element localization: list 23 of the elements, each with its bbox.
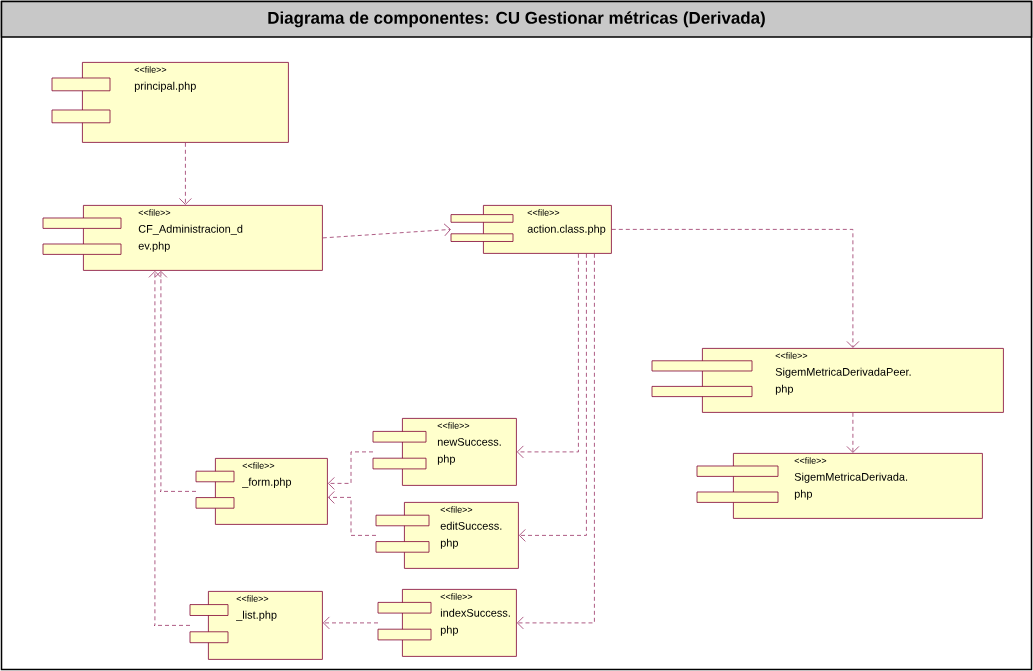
component-box: <<file>> indexSuccess. php	[377, 589, 517, 657]
dependency-arrow	[846, 412, 860, 453]
dependency-arrow	[516, 253, 579, 459]
dependency-arrow	[179, 142, 192, 205]
component-box: <<file>> SigemMetricaDerivadaPeer. php	[651, 348, 1004, 413]
component-box: <<file>> newSuccess. php	[372, 418, 517, 486]
title-bar: Diagrama de componentes: CU Gestionar métricas (Derivada)	[0, 0, 1033, 38]
dependency-arrow	[518, 253, 587, 542]
dependency-arrow	[327, 491, 377, 536]
component-box: <<file>> action.class.php	[450, 205, 612, 254]
component-box: <<file>> SigemMetricaDerivada. php	[696, 453, 983, 519]
component-box: <<file>> principal.php	[51, 62, 289, 143]
dependency-arrow	[322, 616, 379, 630]
component-box: <<file>> editSuccess. php	[375, 502, 519, 569]
dependency-arrow	[327, 451, 374, 490]
dependency-arrow	[322, 223, 451, 239]
component-box: <<file>> _form.php	[195, 458, 328, 525]
dependency-arrow	[154, 270, 197, 492]
component-box: <<file>> CF_Administracion_d ev.php	[42, 205, 323, 271]
dependency-arrow	[148, 270, 191, 626]
dependency-arrow	[516, 253, 595, 630]
dependency-arrow	[611, 229, 860, 348]
component-box: <<file>> _list.php	[189, 591, 323, 660]
